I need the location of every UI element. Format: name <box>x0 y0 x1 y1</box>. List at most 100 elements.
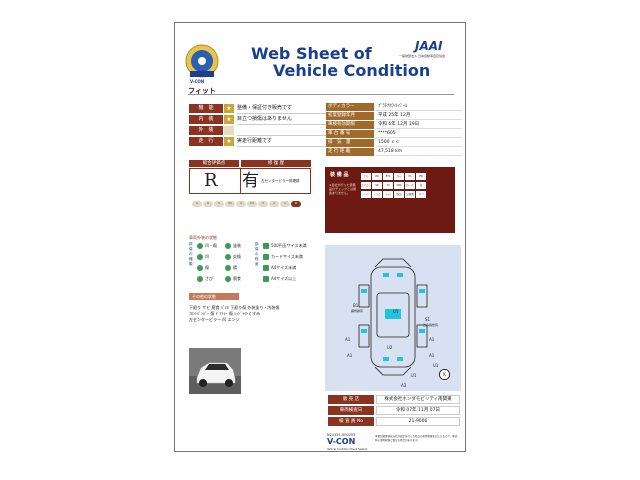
legend-item: A4サイズ未満 <box>271 265 297 270</box>
legend-item: 錆 <box>233 265 237 270</box>
equipment-item: PS <box>405 173 415 180</box>
other-status-line: 左センターピラー 凹 エンジ <box>189 317 240 322</box>
diagram-k-mark: K <box>439 369 450 380</box>
grade-scale-step: 4.5 <box>225 201 235 207</box>
equipment-item: ナビ <box>361 173 371 180</box>
legend-item: 傷 <box>205 265 209 270</box>
car-name: フィット <box>188 87 216 95</box>
info-value: ****605 <box>376 130 462 138</box>
legend-mark <box>197 243 203 249</box>
legend-item: 塗装 <box>233 243 241 248</box>
damage-diagram: B1 補修跡有 U1 A1 A1 A1 U2 A1 U1 U1 A3 S1 凹み… <box>325 245 461 391</box>
rating-text: 実走行距離です <box>237 137 327 147</box>
damage-mark: A1 <box>429 337 435 342</box>
info-value: 1500 ｃｃ <box>376 139 462 147</box>
legend-mark <box>225 243 231 249</box>
sheet-code: N21151-000253 <box>327 433 356 437</box>
equipment-item: ABS <box>394 182 404 189</box>
damage-mark: A1 <box>345 337 351 342</box>
equipment-item: AW <box>372 173 382 180</box>
grade-header: 総合評価点 <box>189 160 239 167</box>
equipment-panel: 装 備 品 ※自社が行った装備品のチェックとは関連ありません。 ナビ AW ET… <box>325 167 455 233</box>
info-label: 初度登録年月 <box>326 112 374 120</box>
dealer-value: 21-9006 <box>376 417 460 426</box>
info-label: 車検有効期限 <box>326 121 374 129</box>
damage-mark: A3 <box>401 383 407 388</box>
legend-item: 凹・傷 <box>205 243 217 248</box>
legend-item: 凹 <box>205 254 209 259</box>
equipment-item: PW <box>416 173 426 180</box>
other-status-line: 下廻り サビ 腐食 ﾊﾟﾈﾙ 下廻り傷 外装塗り・内装傷 <box>189 305 280 310</box>
repair-header: 修 復 歴 <box>241 160 311 167</box>
star-icon: ★ <box>224 115 234 124</box>
damage-mark: S1 <box>425 317 431 322</box>
damage-mark: U2 <box>387 345 393 350</box>
legend-mark <box>263 254 269 260</box>
grade-scale-step: 5 <box>214 201 224 207</box>
legend-item: 交換 <box>233 254 241 259</box>
equipment-item: 革 <box>416 182 426 189</box>
info-value: 47,518 km <box>376 148 462 156</box>
legend-mark <box>225 265 231 271</box>
legend-item: A4サイズ以上 <box>271 276 297 281</box>
dealer-label: 検 査 員 No <box>328 417 374 426</box>
vehicle-condition-sheet: V-CON Web Sheet of Vehicle Condition JAA… <box>174 22 466 452</box>
equipment-item: エアコン <box>361 182 372 189</box>
rating-text: 目立つ損傷はありません <box>237 115 327 125</box>
legend-group1-label: 損傷の種類 <box>189 242 193 266</box>
damage-mark: U1 <box>393 309 399 314</box>
equipment-item: ﾊﾞｯｸ <box>361 191 371 198</box>
dealer-value: 令和 07年 11月 07日 <box>376 406 460 415</box>
legend-mark <box>225 254 231 260</box>
legend-mark <box>225 276 231 282</box>
equipment-item: ｽﾏｰﾄ <box>394 173 404 180</box>
legend-mark <box>263 276 269 282</box>
legend-mark <box>197 265 203 271</box>
legend-mark <box>197 254 203 260</box>
grade-scale-step: 3 <box>258 201 268 207</box>
rating-label: 内 装 <box>189 115 223 124</box>
legend-mark <box>263 243 269 249</box>
equipment-item: ETC <box>383 173 393 180</box>
equipment-item: 記録簿 <box>405 191 415 198</box>
medal-badge-text: V-CON <box>190 79 205 84</box>
rating-label: 走 行 <box>189 137 223 146</box>
info-label: 車 台 番 号 <box>326 130 374 138</box>
info-label: 走 行 距 離 <box>326 148 374 156</box>
grade-score: R <box>204 170 218 191</box>
info-value: 平成 25年 12月 <box>376 112 462 120</box>
star-icon <box>224 126 234 135</box>
grade-scale-step: 4 <box>236 201 246 207</box>
legend-mark <box>197 276 203 282</box>
grade-scale-step: S <box>192 201 202 207</box>
rating-text <box>237 126 327 136</box>
damage-note: 凹み損傷有 <box>423 323 439 327</box>
dealer-label: 車両検査日 <box>328 406 374 415</box>
equipment-item: ｽﾍﾟｱ <box>416 191 426 198</box>
equipment-item: 取説 <box>394 191 404 198</box>
damage-mark: A1 <box>347 353 353 358</box>
car-outline <box>358 258 428 376</box>
damage-mark: U1 <box>433 363 439 368</box>
rating-text: 整備・保証付き販売です <box>237 104 327 114</box>
dealer-label: 販 売 店 <box>328 395 374 404</box>
info-value: ﾌﾟﾗﾁﾅﾎﾜｲﾄﾊﾟｰﾙ <box>376 103 462 111</box>
info-value: 令和 6年 12月 19日 <box>376 121 462 129</box>
rating-label: 外 装 <box>189 126 223 135</box>
equipment-item: ｷｰﾚｽ <box>383 191 393 198</box>
title-line-2: Vehicle Condition <box>273 61 431 80</box>
equipment-item: ｴｱﾊﾞｯｸﾞ <box>405 182 415 189</box>
legend-item: カードサイズ未満 <box>271 254 303 259</box>
info-label: 排 気 量 <box>326 139 374 147</box>
equipment-title: 装 備 品 <box>330 172 349 178</box>
legend-item: さび <box>205 276 213 281</box>
car-photo <box>189 348 241 394</box>
divider <box>188 94 454 95</box>
info-label: ボディカラー <box>326 103 374 111</box>
grade-scale-step: 6 <box>203 201 213 207</box>
equipment-item: ﾄﾞﾗﾚｺ <box>372 191 382 198</box>
damage-note: 補修跡有 <box>351 309 364 313</box>
equipment-item: SR <box>372 182 382 189</box>
other-status-line: ﾌﾛﾝﾄﾊﾞﾝﾊﾟｰ 傷 ﾄﾞｱﾐﾗｰ 傷 ﾍｯﾄﾞﾗｲﾄくすみ <box>189 311 261 316</box>
vcon-footer-sub: Vehicle Condition Check System <box>327 448 368 451</box>
